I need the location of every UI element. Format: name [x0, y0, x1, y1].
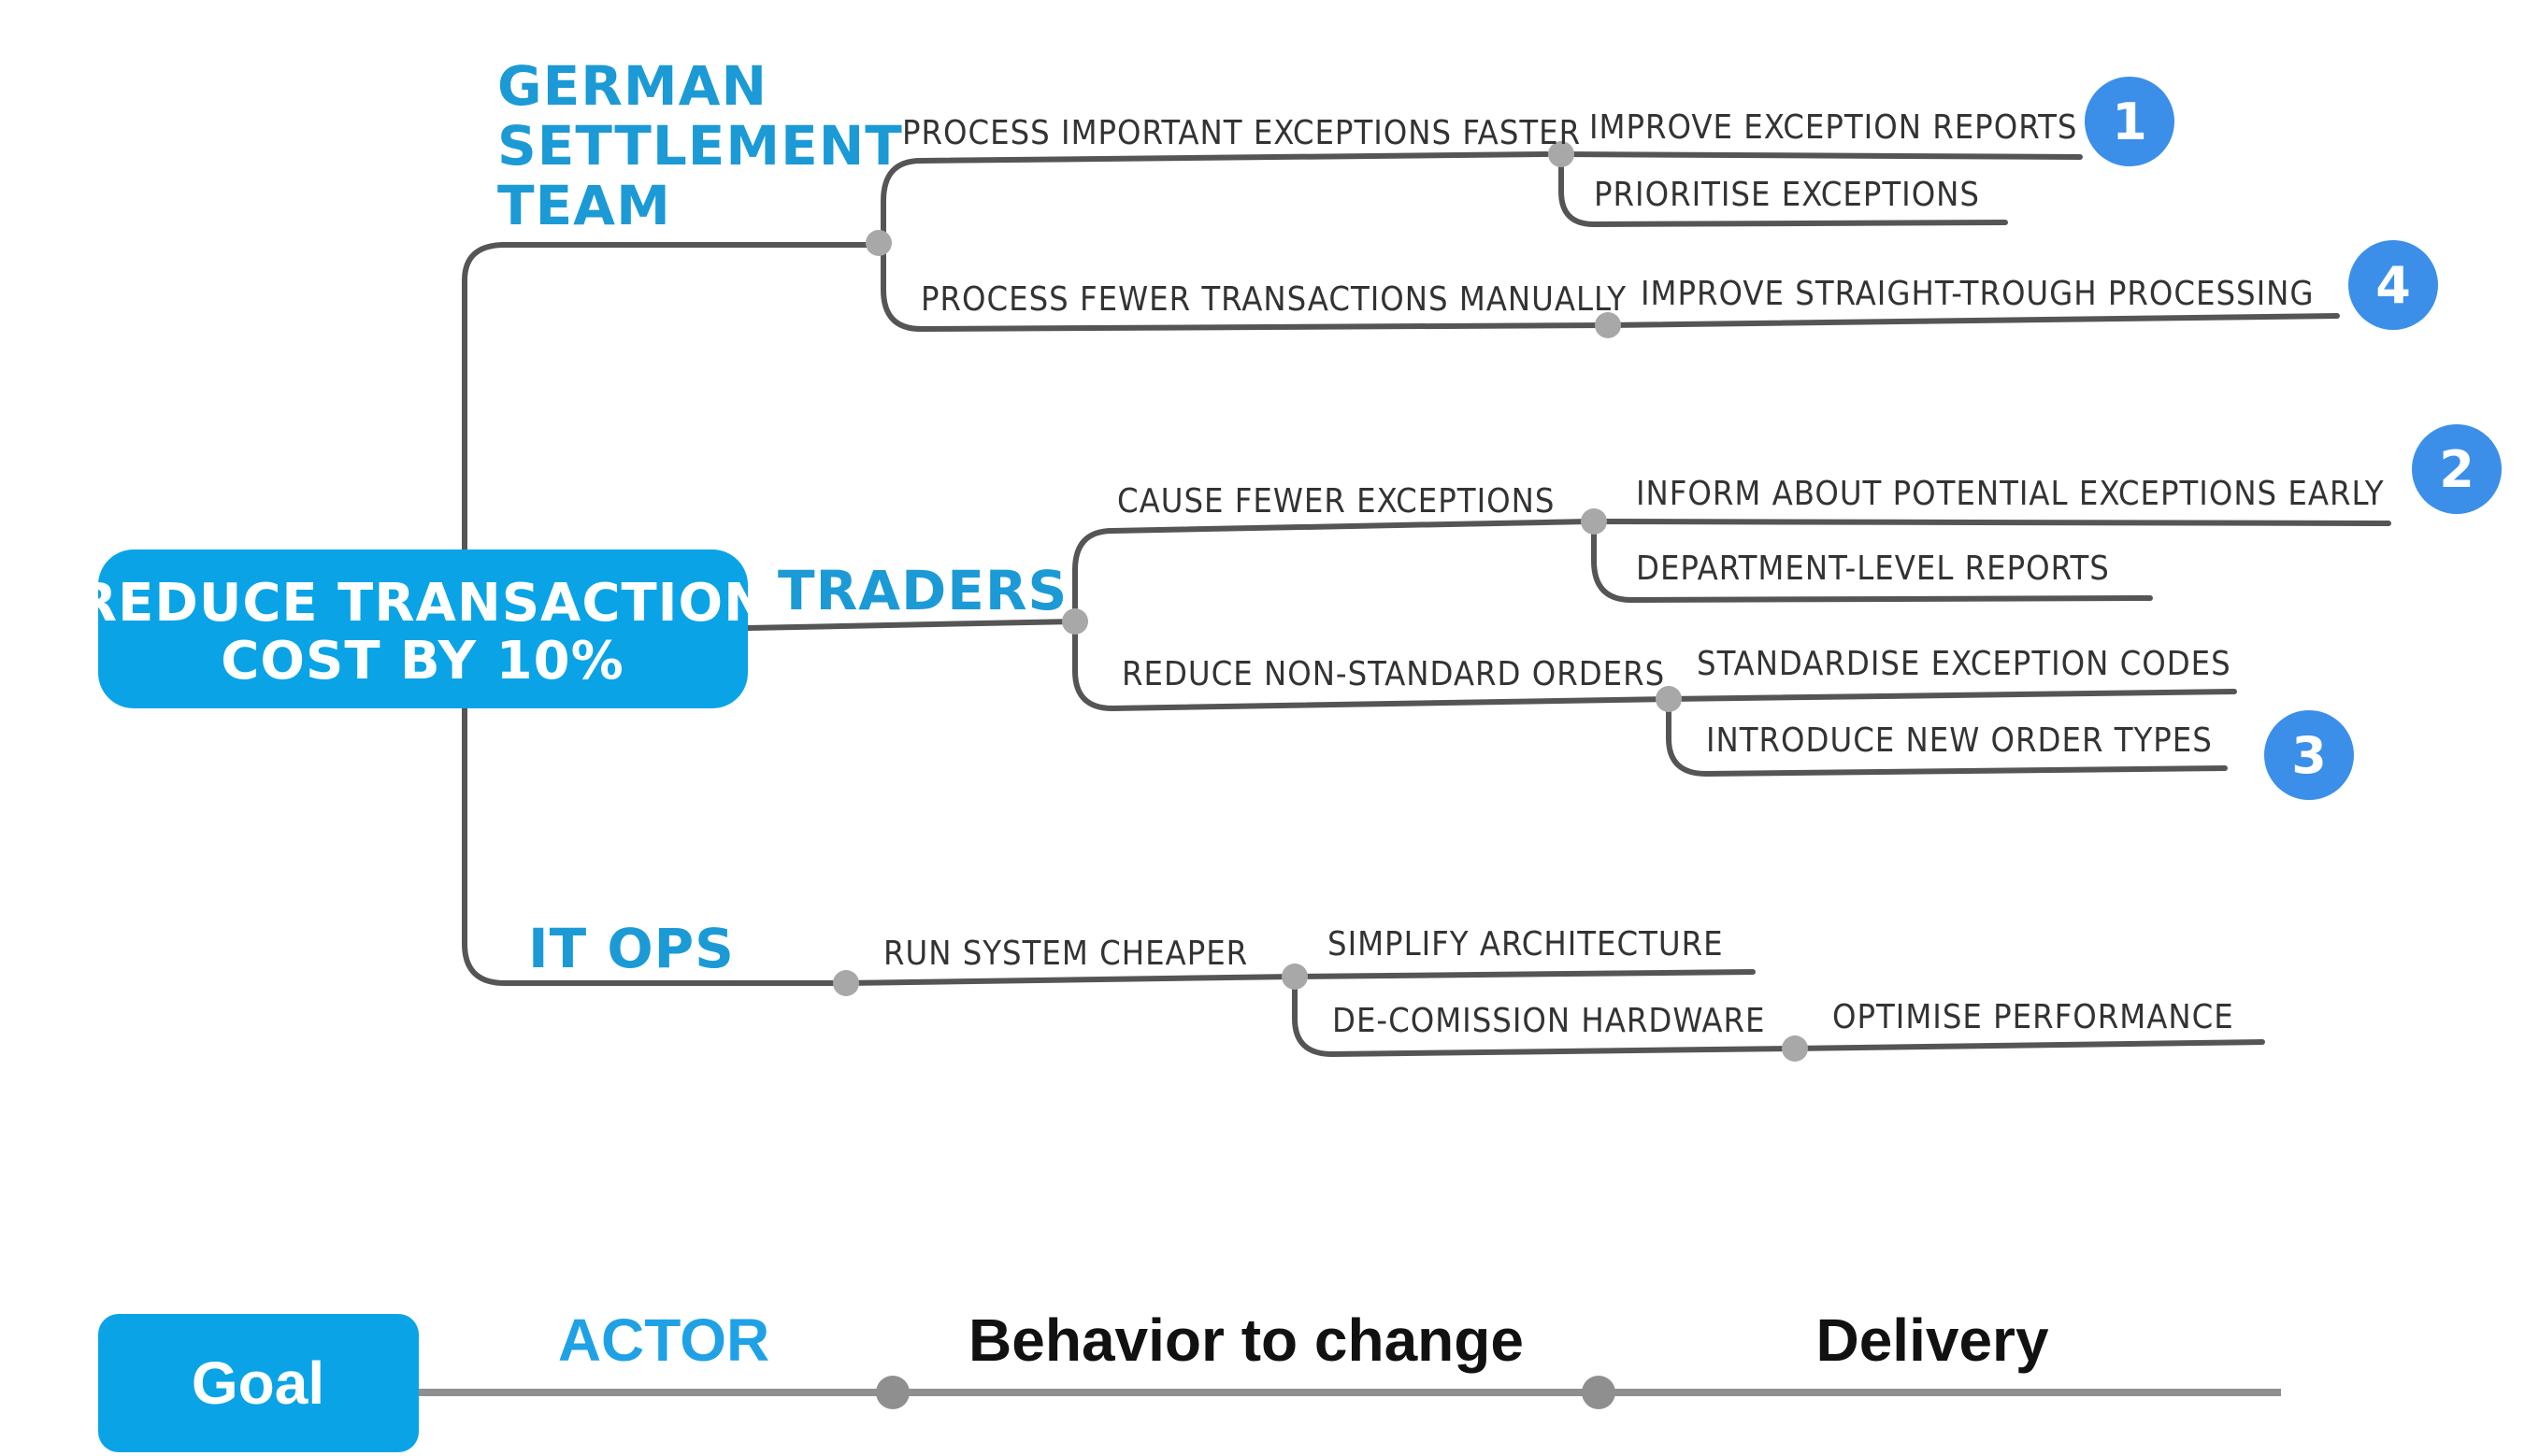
- b4-to-d7-line: [1666, 696, 2228, 777]
- b3-to-d5-line: [1591, 519, 2153, 603]
- b2-to-d3-line: [1605, 313, 2340, 328]
- badge-2-label: 2: [2439, 440, 2474, 499]
- deliverable-d10: OPTIMISE PERFORMANCE: [1832, 998, 2234, 1036]
- badge-3: 3: [2264, 710, 2354, 800]
- deliverable-d8: SIMPLIFY ARCHITECTURE: [1327, 925, 1724, 964]
- deliverable-d5: DEPARTMENT-LEVEL REPORTS: [1636, 550, 2110, 588]
- traders-branch-up: [1072, 519, 1592, 624]
- b1-to-d1-line: [1558, 151, 2083, 160]
- b1-to-d2-line: [1558, 151, 2008, 227]
- itops-to-b5-line: [843, 974, 1298, 986]
- badge-4-label: 4: [2375, 256, 2411, 315]
- legend-goal-label: Goal: [192, 1349, 324, 1417]
- node-d9: [1782, 1035, 1808, 1062]
- deliverable-d6: STANDARDISE EXCEPTION CODES: [1697, 645, 2231, 683]
- badge-1-circle: [2085, 77, 2174, 166]
- junction-nodes: [833, 141, 1808, 1062]
- traders-branch-down: [1072, 619, 1671, 711]
- node-b4: [1656, 686, 1682, 712]
- german-branch-down: [881, 242, 1611, 332]
- badge-4: 4: [2348, 240, 2438, 330]
- legend-node-behavior: [876, 1376, 910, 1409]
- b5-to-d9-line: [1292, 974, 1793, 1057]
- legend-node-delivery: [1582, 1376, 1615, 1409]
- node-german: [866, 230, 892, 256]
- badge-4-circle: [2348, 240, 2438, 330]
- behavior-b5: RUN SYSTEM CHEAPER: [883, 935, 1248, 973]
- legend-actor-label: ACTOR: [558, 1306, 769, 1374]
- b3-to-d4-line: [1591, 519, 2391, 526]
- deliverables: IMPROVE EXCEPTION REPORTS PRIORITISE EXC…: [1327, 108, 2385, 1040]
- german-branch-up: [881, 151, 1550, 248]
- connector-lines: [462, 151, 2391, 1057]
- node-b5: [1282, 964, 1308, 990]
- actor-traders: TRADERS: [778, 559, 1068, 622]
- badge-2: 2: [2412, 424, 2502, 514]
- deliverable-d4: INFORM ABOUT POTENTIAL EXCEPTIONS EARLY: [1636, 475, 2385, 513]
- deliverable-d3: IMPROVE STRAIGHT-TROUGH PROCESSING: [1641, 275, 2315, 313]
- badge-1-label: 1: [2112, 93, 2147, 151]
- legend-delivery-label: Delivery: [1815, 1306, 2048, 1374]
- node-traders: [1062, 608, 1088, 635]
- goal-box: REDUCE TRANSACTION COST BY 10%: [77, 550, 768, 708]
- badge-1: 1: [2085, 77, 2174, 166]
- goal-line-1: REDUCE TRANSACTION: [77, 573, 768, 634]
- behavior-b3: CAUSE FEWER EXCEPTIONS: [1117, 482, 1555, 521]
- goal-box-bg: [98, 550, 748, 708]
- badge-3-label: 3: [2291, 726, 2327, 785]
- behavior-b4: REDUCE NON-STANDARD ORDERS: [1122, 655, 1665, 693]
- b5-to-d8-line: [1292, 969, 1756, 979]
- goal-to-german-line: [462, 242, 886, 554]
- goal-to-itops-line: [462, 698, 849, 986]
- node-itops: [833, 970, 859, 996]
- actor-itops: IT OPS: [528, 917, 735, 980]
- goal-line-2: COST BY 10%: [221, 631, 624, 692]
- behavior-b1: PROCESS IMPORTANT EXCEPTIONS FASTER: [902, 114, 1581, 152]
- d9-to-d10-line: [1787, 1039, 2265, 1051]
- legend-behavior-label: Behavior to change: [968, 1306, 1524, 1374]
- goal-to-traders-line: [745, 619, 1078, 631]
- deliverable-d2: PRIORITISE EXCEPTIONS: [1594, 176, 1980, 214]
- behaviors: PROCESS IMPORTANT EXCEPTIONS FASTER PROC…: [883, 114, 1665, 973]
- legend: Goal ACTOR Behavior to change Delivery: [98, 1306, 2281, 1452]
- deliverable-d7: INTRODUCE NEW ORDER TYPES: [1706, 721, 2213, 760]
- behavior-b2: PROCESS FEWER TRANSACTIONS MANUALLY: [921, 280, 1627, 319]
- node-b2: [1595, 312, 1621, 338]
- node-b3: [1581, 508, 1607, 535]
- b4-to-d6-line: [1666, 689, 2237, 702]
- node-b1: [1548, 141, 1574, 167]
- actor-german-line-1: GERMAN: [497, 54, 767, 118]
- deliverable-d1: IMPROVE EXCEPTION REPORTS: [1589, 108, 2077, 147]
- deliverable-d9: DE-COMISSION HARDWARE: [1332, 1002, 1766, 1040]
- actor-german-line-3: TEAM: [497, 174, 671, 237]
- actor-german-line-2: SETTLEMENT: [497, 114, 903, 178]
- actor-german-settlement-team: GERMAN SETTLEMENT TEAM: [497, 54, 903, 237]
- badge-2-circle: [2412, 424, 2502, 514]
- legend-goal-box: [98, 1314, 419, 1452]
- badge-3-circle: [2264, 710, 2354, 800]
